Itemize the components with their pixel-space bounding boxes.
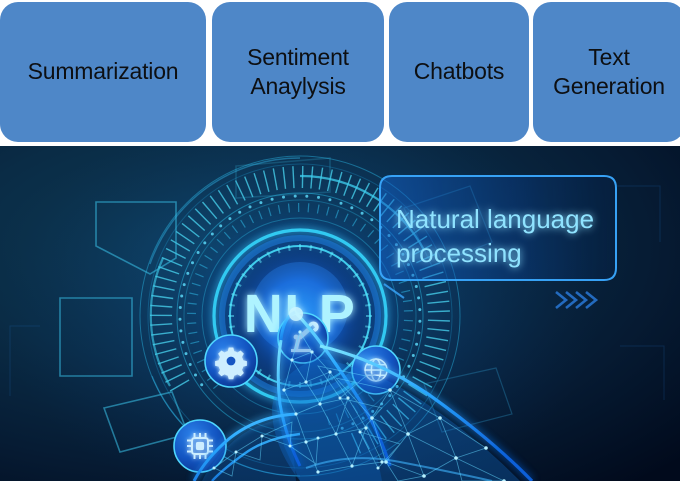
icon-bubble-gear[interactable]: [204, 334, 258, 388]
chip-icon: [187, 433, 213, 459]
circuit-traces: [9, 185, 665, 400]
hand-index-outline: [293, 310, 392, 467]
category-box-chatbots[interactable]: Chatbots: [389, 2, 529, 142]
category-label: Chatbots: [413, 58, 505, 85]
robot-arm-icon: [291, 321, 319, 352]
icon-bubble-robot[interactable]: [277, 312, 329, 364]
banner-line-1: Natural language: [396, 204, 594, 234]
wireframe-hand: [192, 307, 534, 481]
fingertip-glow: [289, 307, 303, 321]
gear-icon: [215, 347, 247, 380]
category-label: Summarization: [27, 58, 179, 85]
banner-frame: [379, 175, 617, 281]
core-outer-ring: [212, 228, 388, 404]
nlp-hologram-illustration: NLP: [0, 146, 680, 481]
hand-mesh-nodes: [212, 330, 506, 481]
category-box-summarization[interactable]: Summarization: [0, 2, 206, 142]
chevron-arrows-icon: [555, 290, 599, 310]
banner-tail: [383, 283, 405, 299]
hand-mesh: [213, 331, 505, 481]
nlp-hero-image: NLP: [0, 146, 680, 481]
nlp-banner: Natural language processing: [379, 175, 617, 299]
hand-palm-outline: [319, 344, 534, 481]
banner-line-2: processing: [396, 238, 522, 268]
